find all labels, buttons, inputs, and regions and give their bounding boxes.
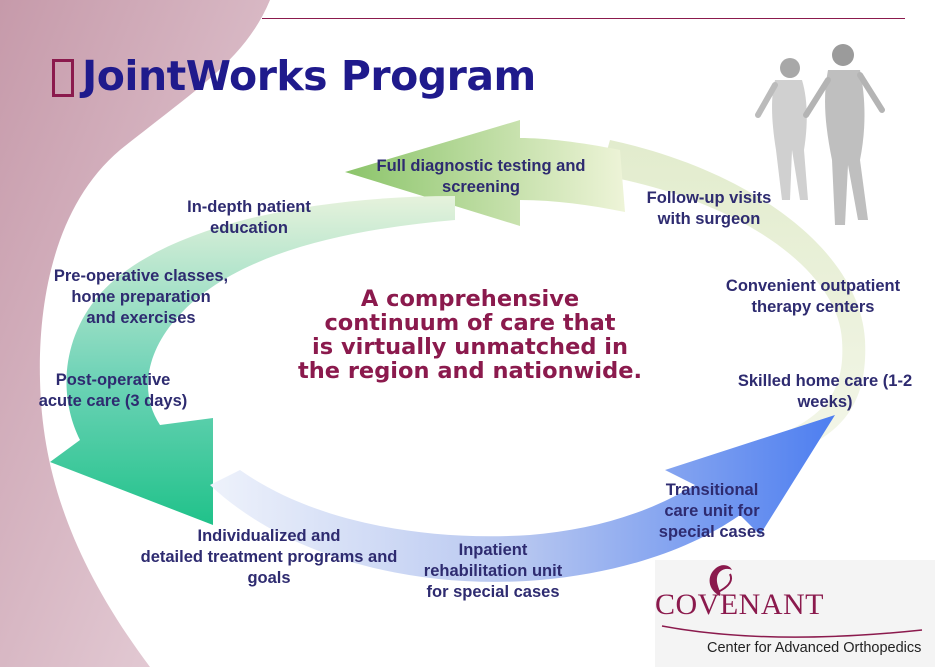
step-line: Follow-up visits [646,189,772,207]
cycle-arrow-bottom [210,415,835,582]
step-line: Pre-operative classes, [53,267,229,285]
step-line: weeks) [797,393,853,411]
center-line: is virtually unmatched in [312,334,628,360]
step-line: and exercises [86,309,196,327]
decorative-swoosh [0,0,270,667]
cycle-step-preop: Pre-operative classes, home preparation … [54,266,228,329]
cycle-step-education: In-depth patient education [187,197,311,239]
logo-subtitle: Center for Advanced Orthopedics [707,640,922,656]
step-line: Transitional [665,481,759,499]
slide-title: JointWorks Program [52,46,536,106]
step-line: In-depth patient [187,198,311,216]
step-line: special cases [658,523,766,541]
step-line: goals [247,569,291,587]
cycle-arrow-top [345,120,625,226]
step-line: care unit for [664,502,760,520]
logo-background [655,560,935,667]
center-line: continuum of care that [324,310,616,336]
covenant-logo: COVENANT Center for Advanced Orthopedics [655,560,930,665]
title-bullet-icon [52,59,74,97]
covenant-swirl-icon [709,565,732,596]
center-statement: A comprehensive continuum of care that i… [298,287,642,383]
step-line: home preparation [71,288,211,306]
step-line: Inpatient [458,541,528,559]
cycle-step-treatment: Individualized and detailed treatment pr… [141,526,398,589]
cycle-step-diagnostic: Full diagnostic testing and screening [376,156,585,198]
slide-title-text: JointWorks Program [82,52,536,100]
cycle-arrow-left [50,196,455,525]
cycle-step-follow-up: Follow-up visits with surgeon [647,188,772,230]
center-line: A comprehensive [360,286,580,312]
step-line: acute care (3 days) [38,392,188,410]
cycle-arc-right [600,140,866,450]
cycle-step-postop: Post-operative acute care (3 days) [39,370,188,412]
step-line: Full diagnostic testing and [376,157,586,175]
top-rule [262,18,905,19]
cycle-step-home-care: Skilled home care (1-2 weeks) [738,371,912,413]
step-line: Skilled home care (1-2 [737,372,913,390]
step-line: detailed treatment programs and [140,548,398,566]
couple-photo [755,44,885,225]
cycle-step-inpatient-rehab: Inpatient rehabilitation unit for specia… [424,540,562,603]
center-line: the region and nationwide. [297,358,643,384]
step-line: screening [442,178,520,196]
step-line: for special cases [426,583,560,601]
step-line: therapy centers [751,298,875,316]
step-line: Post-operative [55,371,171,389]
logo-underline-swoosh [661,625,923,638]
step-line: rehabilitation unit [423,562,563,580]
cycle-step-transitional: Transitional care unit for special cases [659,480,765,543]
cycle-step-outpatient: Convenient outpatient therapy centers [726,276,900,318]
step-line: Individualized and [197,527,341,545]
step-line: with surgeon [657,210,761,228]
logo-wordmark: COVENANT [655,588,824,621]
step-line: education [210,219,288,237]
step-line: Convenient outpatient [725,277,901,295]
